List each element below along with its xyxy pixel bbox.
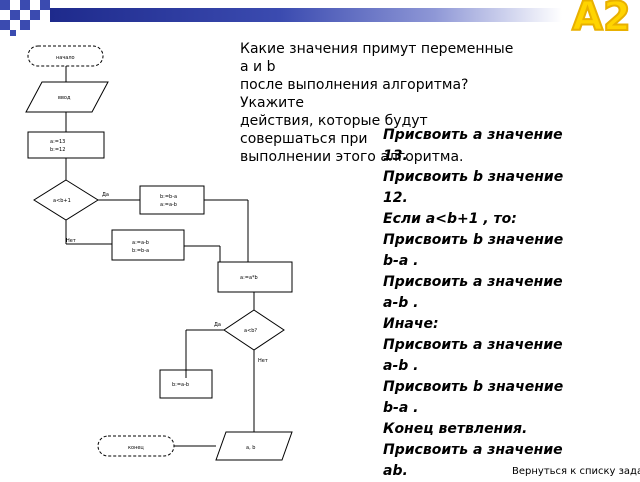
flow-output-label: a, b xyxy=(246,445,255,451)
algorithm-line: b-a . xyxy=(383,400,419,416)
question-line: совершаться при xyxy=(240,131,368,147)
question-line: а и b xyxy=(240,59,276,75)
algorithm-line: Присвоить b значение xyxy=(383,232,564,248)
flow-assign2-label: a:=a*b xyxy=(240,275,258,281)
algorithm-line: 12. xyxy=(383,190,408,206)
flow-condition-label: a<b+1 xyxy=(53,198,71,204)
flow-no-branch-label: a:=a-b xyxy=(132,240,149,246)
flow-yes-branch-block xyxy=(139,185,205,215)
algorithm-line: Если a<b+1 , то: xyxy=(383,211,517,227)
question-line: выполнении этого алгоритма. xyxy=(240,149,464,165)
algorithm-line: b-a . xyxy=(383,253,419,269)
algorithm-line: Присвоить a значение xyxy=(383,127,563,143)
flow-yes-label: Да xyxy=(214,322,221,328)
back-to-tasks-link[interactable]: Вернуться к списку заданий xyxy=(512,466,640,477)
algorithm-line: Присвоить b значение xyxy=(383,169,564,185)
flow-input-label: ввод xyxy=(58,95,71,101)
flow-yes-branch-label: a:=a-b xyxy=(160,202,177,208)
slide-number-badge: A2 xyxy=(571,0,632,41)
algorithm-line: Конец ветвления. xyxy=(383,421,528,437)
algorithm-line: 13. xyxy=(383,148,408,164)
algorithm-line: a-b . xyxy=(383,358,419,374)
flow-start-label: начало xyxy=(56,55,75,61)
algorithm-line: Присвоить a значение xyxy=(383,274,563,290)
algorithm-line: Присвоить a значение xyxy=(383,442,563,458)
question-line: действия, которые будут xyxy=(240,113,428,129)
algorithm-line: ab. xyxy=(383,463,408,479)
question-line: Укажите xyxy=(240,95,305,111)
flow-assign-label: b:=12 xyxy=(50,147,65,153)
question-line: Какие значения примут переменные xyxy=(240,41,514,57)
flow-assign-block xyxy=(27,131,105,159)
flow-start-terminator xyxy=(27,45,104,67)
flow-end-terminator xyxy=(97,435,175,457)
algorithm-line: a-b . xyxy=(383,295,419,311)
algorithm-line: Иначе: xyxy=(383,316,439,332)
algorithm-line: Присвоить a значение xyxy=(383,337,563,353)
flow-assign-label: a:=13 xyxy=(50,139,65,145)
flow-no-label: Нет xyxy=(258,358,268,364)
flow-input-block xyxy=(25,81,109,113)
flow-loop-block xyxy=(159,369,213,399)
flow-yes-label: Да xyxy=(102,192,109,198)
flow-no-label: Нет xyxy=(66,238,76,244)
flow-no-branch-block xyxy=(111,229,185,261)
flow-output-block xyxy=(215,431,293,461)
header-gradient-bar xyxy=(50,8,562,22)
flow-end-label: конец xyxy=(128,445,144,451)
question-text: Какие значения примут переменные а и b п… xyxy=(240,40,540,166)
question-line: после выполнения алгоритма? xyxy=(240,77,469,93)
header-decoration xyxy=(0,0,60,40)
flow-condition2-label: a<b? xyxy=(244,328,257,334)
flow-no-branch-label: b:=b-a xyxy=(132,248,149,254)
flow-loop-label: b:=a-b xyxy=(172,382,189,388)
flow-assign2-block xyxy=(217,261,293,293)
flow-yes-branch-label: b:=b-a xyxy=(160,194,177,200)
algorithm-line: Присвоить b значение xyxy=(383,379,564,395)
algorithm-text: Присвоить a значение 13. Присвоить b зна… xyxy=(383,125,640,482)
